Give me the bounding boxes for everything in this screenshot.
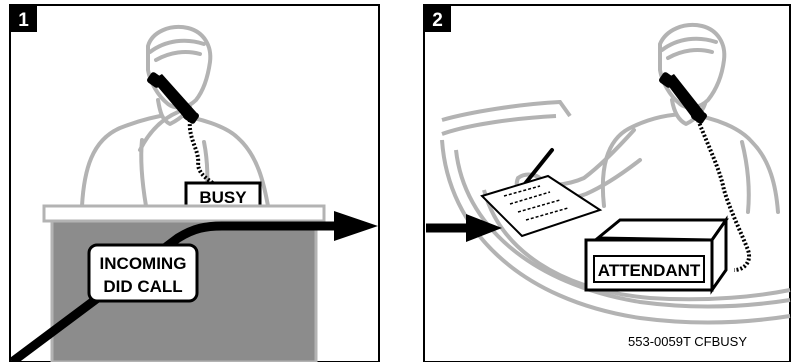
panel-1: 1 BUSY	[10, 5, 379, 362]
busy-sign-label: BUSY	[199, 188, 247, 207]
panel-1-number: 1	[18, 10, 29, 31]
callout-line-2: DID CALL	[103, 277, 182, 296]
panel-2-number: 2	[432, 10, 443, 31]
attendant-console: ATTENDANT	[586, 220, 726, 290]
incoming-did-call-label: INCOMING DID CALL	[89, 245, 197, 301]
callout-line-1: INCOMING	[100, 254, 187, 273]
figure-caption: 553-0059T CFBUSY	[628, 334, 790, 349]
attendant-label: ATTENDANT	[598, 261, 701, 280]
panel-2: 2	[424, 5, 790, 362]
